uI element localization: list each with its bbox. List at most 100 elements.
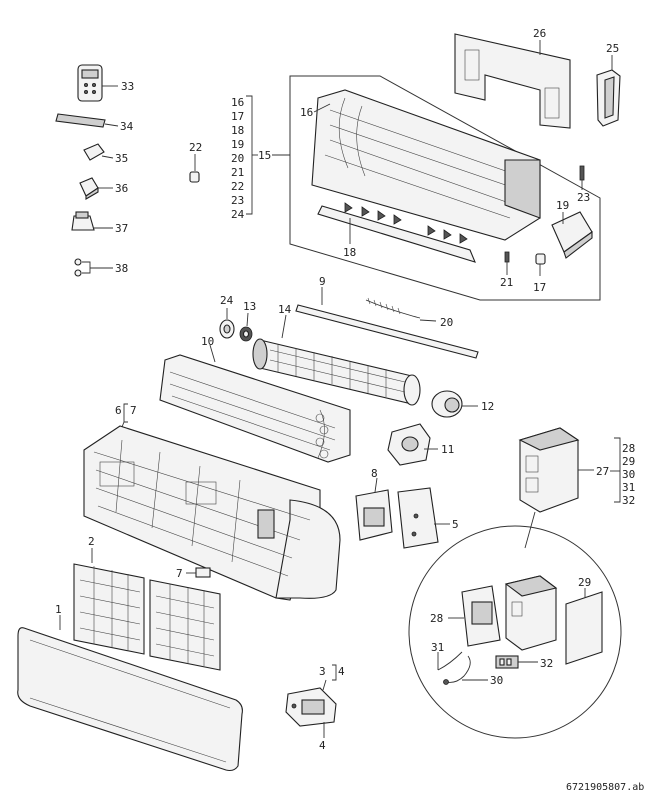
filter-strip	[55, 113, 119, 128]
label-14: 14	[278, 303, 292, 316]
sensor-30	[443, 655, 488, 685]
part-17	[535, 253, 546, 276]
label-18: 18	[343, 246, 356, 259]
label-20: 20	[440, 316, 453, 329]
hose-20	[365, 297, 437, 322]
label-25: 25	[606, 42, 619, 55]
label-2: 2	[88, 535, 95, 548]
group15-label: 15	[258, 149, 271, 162]
wire-31	[437, 651, 463, 671]
label-3: 3	[319, 665, 326, 678]
group15-item-4: 20	[231, 152, 244, 165]
label-12: 12	[481, 400, 494, 413]
housing-6	[83, 425, 341, 601]
detail-circle	[408, 525, 622, 739]
label-5: 5	[452, 518, 459, 531]
group-27-list: 28 29 30 31 32	[610, 437, 635, 507]
label-19: 19	[556, 199, 569, 212]
label-6: 6	[115, 404, 122, 417]
label-32: 32	[540, 657, 553, 670]
label-17: 17	[533, 281, 546, 294]
fan-motor-12	[431, 390, 478, 418]
part-7	[186, 567, 211, 578]
cover-5	[397, 487, 450, 549]
part-21	[504, 251, 510, 275]
group15-item-5: 21	[231, 166, 244, 179]
label-7a: 7	[130, 404, 137, 417]
label-37: 37	[115, 222, 128, 235]
display-board-3	[285, 687, 337, 738]
group-15-list: 16 17 18 19 20 21 22 23 24	[231, 95, 290, 221]
label-1: 1	[55, 603, 62, 616]
label-23: 23	[577, 191, 590, 204]
housing-box-inner	[504, 575, 558, 651]
label-11: 11	[441, 443, 454, 456]
label-10: 10	[201, 335, 214, 348]
group15-item-0: 16	[231, 96, 244, 109]
label-28: 28	[430, 612, 443, 625]
group15-item-6: 22	[231, 180, 244, 193]
bearing-13	[239, 312, 253, 342]
group27-item-2: 30	[622, 468, 635, 481]
coil-bends	[315, 413, 329, 459]
label-33: 33	[121, 80, 134, 93]
group15-item-8: 24	[231, 208, 245, 221]
label-30: 30	[490, 674, 503, 687]
terminal-32	[495, 655, 538, 669]
label-4a: 4	[338, 665, 345, 678]
motor-bracket-11	[387, 423, 438, 466]
filter-2	[73, 548, 221, 671]
front-panel-1	[17, 615, 243, 772]
label-31: 31	[431, 641, 444, 654]
label-22: 22	[189, 141, 202, 154]
remote-control	[77, 64, 118, 102]
label-34: 34	[120, 120, 134, 133]
label-16: 16	[300, 106, 313, 119]
label-36: 36	[115, 182, 128, 195]
group27-item-0: 28	[622, 442, 635, 455]
label-7b: 7	[176, 567, 183, 580]
clip-35	[83, 143, 114, 161]
label-29: 29	[578, 576, 591, 589]
label-35: 35	[115, 152, 128, 165]
evaporator-10	[159, 344, 351, 463]
cover-29	[565, 588, 603, 665]
group27-item-4: 32	[622, 494, 635, 507]
label-26: 26	[533, 27, 546, 40]
bracket-25	[596, 55, 621, 127]
louver-18	[317, 202, 476, 263]
group27-item-3: 31	[622, 481, 635, 494]
chassis-16	[311, 89, 541, 241]
group15-item-3: 19	[231, 138, 244, 151]
detail-leader	[524, 511, 536, 549]
drain-rail-9	[295, 287, 479, 359]
part-23	[579, 165, 585, 190]
screws-38	[74, 258, 113, 277]
group27-label: 27	[596, 465, 609, 478]
label-9: 9	[319, 275, 326, 288]
label-38: 38	[115, 262, 128, 275]
mounting-plate-26	[454, 33, 571, 129]
control-box-27	[518, 427, 594, 513]
label-24: 24	[220, 294, 234, 307]
part-8	[355, 477, 393, 541]
part-19	[551, 211, 593, 259]
label-8: 8	[371, 467, 378, 480]
group15-item-2: 18	[231, 124, 244, 137]
label-4b: 4	[319, 739, 326, 752]
holder-36	[79, 177, 113, 200]
label-21: 21	[500, 276, 513, 289]
bearing-24	[219, 308, 235, 339]
bracket-37	[71, 211, 113, 231]
board-28	[448, 585, 501, 647]
cross-flow-fan-14	[252, 314, 421, 406]
group15-item-1: 17	[231, 110, 244, 123]
bracket-6-7	[123, 403, 128, 423]
group15-item-7: 23	[231, 194, 244, 207]
part-22	[189, 154, 200, 183]
bracket-3-4	[332, 664, 337, 681]
group27-item-1: 29	[622, 455, 635, 468]
doc-code: 6721905807.ab	[566, 782, 644, 793]
